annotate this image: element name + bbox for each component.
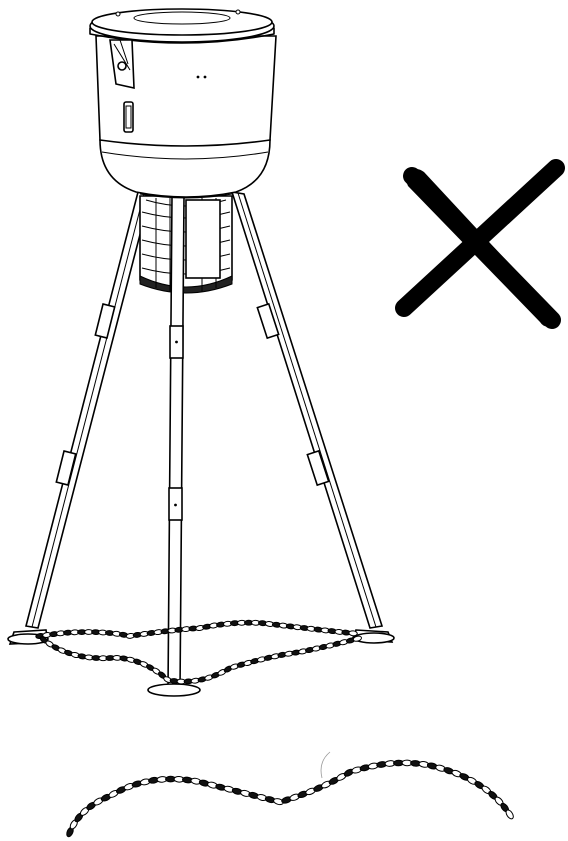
left-leg [7,190,151,645]
tripod-legs [7,190,395,697]
ground-chain [35,619,363,685]
chain-link [348,630,358,637]
chain-end-hook [320,751,331,779]
chain-link [505,809,514,820]
chain-link [352,635,363,642]
loose-chain [66,759,514,838]
feeder-drum [89,8,277,199]
spinner-cage [139,195,233,294]
cross-icon [395,159,565,329]
right-leg [230,190,395,644]
